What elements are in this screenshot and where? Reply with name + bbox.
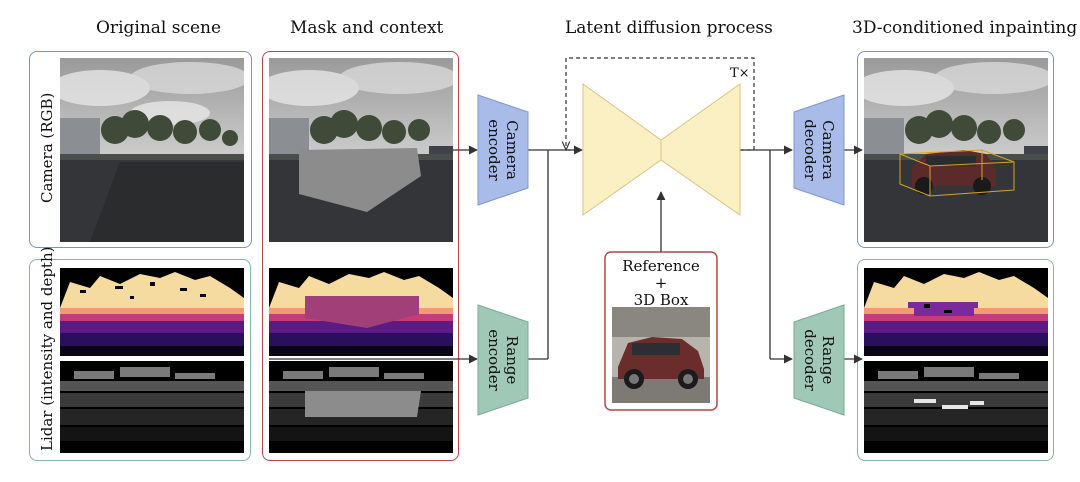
reference-label-line2: + (654, 274, 668, 292)
header-original-scene: Original scene (96, 18, 222, 38)
range-encoder-label-line1: Range (503, 335, 521, 385)
camera-decoder-label-line1: Camera (819, 120, 837, 180)
range-encoder-label: Range encoder (485, 329, 521, 391)
original-camera-frame (29, 51, 252, 248)
original-lidar-frame (29, 259, 251, 461)
inpainted-camera-image (864, 58, 1048, 242)
inpainted-lidar-intensity (864, 268, 1048, 356)
range-decoder-label-line2: decoder (801, 329, 819, 391)
header-3d-inpainting: 3D-conditioned inpainting (852, 18, 1078, 38)
masked-lidar-intensity (269, 268, 453, 356)
range-encoder-shape (477, 304, 529, 416)
masked-lidar-depth (269, 361, 453, 453)
reference-label-line1: Reference (622, 257, 700, 275)
camera-decoder-label: Camera decoder (801, 119, 837, 181)
loop-count-label: T× (730, 66, 750, 81)
camera-decoder-label-line2: decoder (801, 119, 819, 181)
inpainted-lidar-depth (864, 361, 1048, 453)
original-camera-image (60, 58, 244, 242)
mask-context-frame (262, 51, 459, 461)
camera-encoder-label-line1: Camera (503, 120, 521, 180)
range-decoder-label-line1: Range (819, 335, 837, 385)
camera-encoder-label-line2: encoder (485, 119, 503, 181)
range-decoder-shape (793, 304, 845, 416)
reference-car-image (612, 307, 710, 403)
reference-label: Reference + 3D Box (605, 258, 717, 309)
range-decoder-label: Range decoder (801, 329, 837, 391)
camera-decoder-shape (793, 94, 845, 206)
camera-encoder-label: Camera encoder (485, 119, 521, 181)
original-lidar-intensity (60, 268, 244, 356)
range-encoder-label-line2: encoder (485, 329, 503, 391)
original-lidar-depth (60, 361, 244, 453)
masked-camera-image (269, 58, 453, 242)
header-mask-and-context: Mask and context (290, 18, 444, 38)
camera-encoder-shape (477, 94, 529, 206)
header-latent-diffusion: Latent diffusion process (565, 18, 773, 38)
reference-label-line3: 3D Box (633, 291, 689, 309)
